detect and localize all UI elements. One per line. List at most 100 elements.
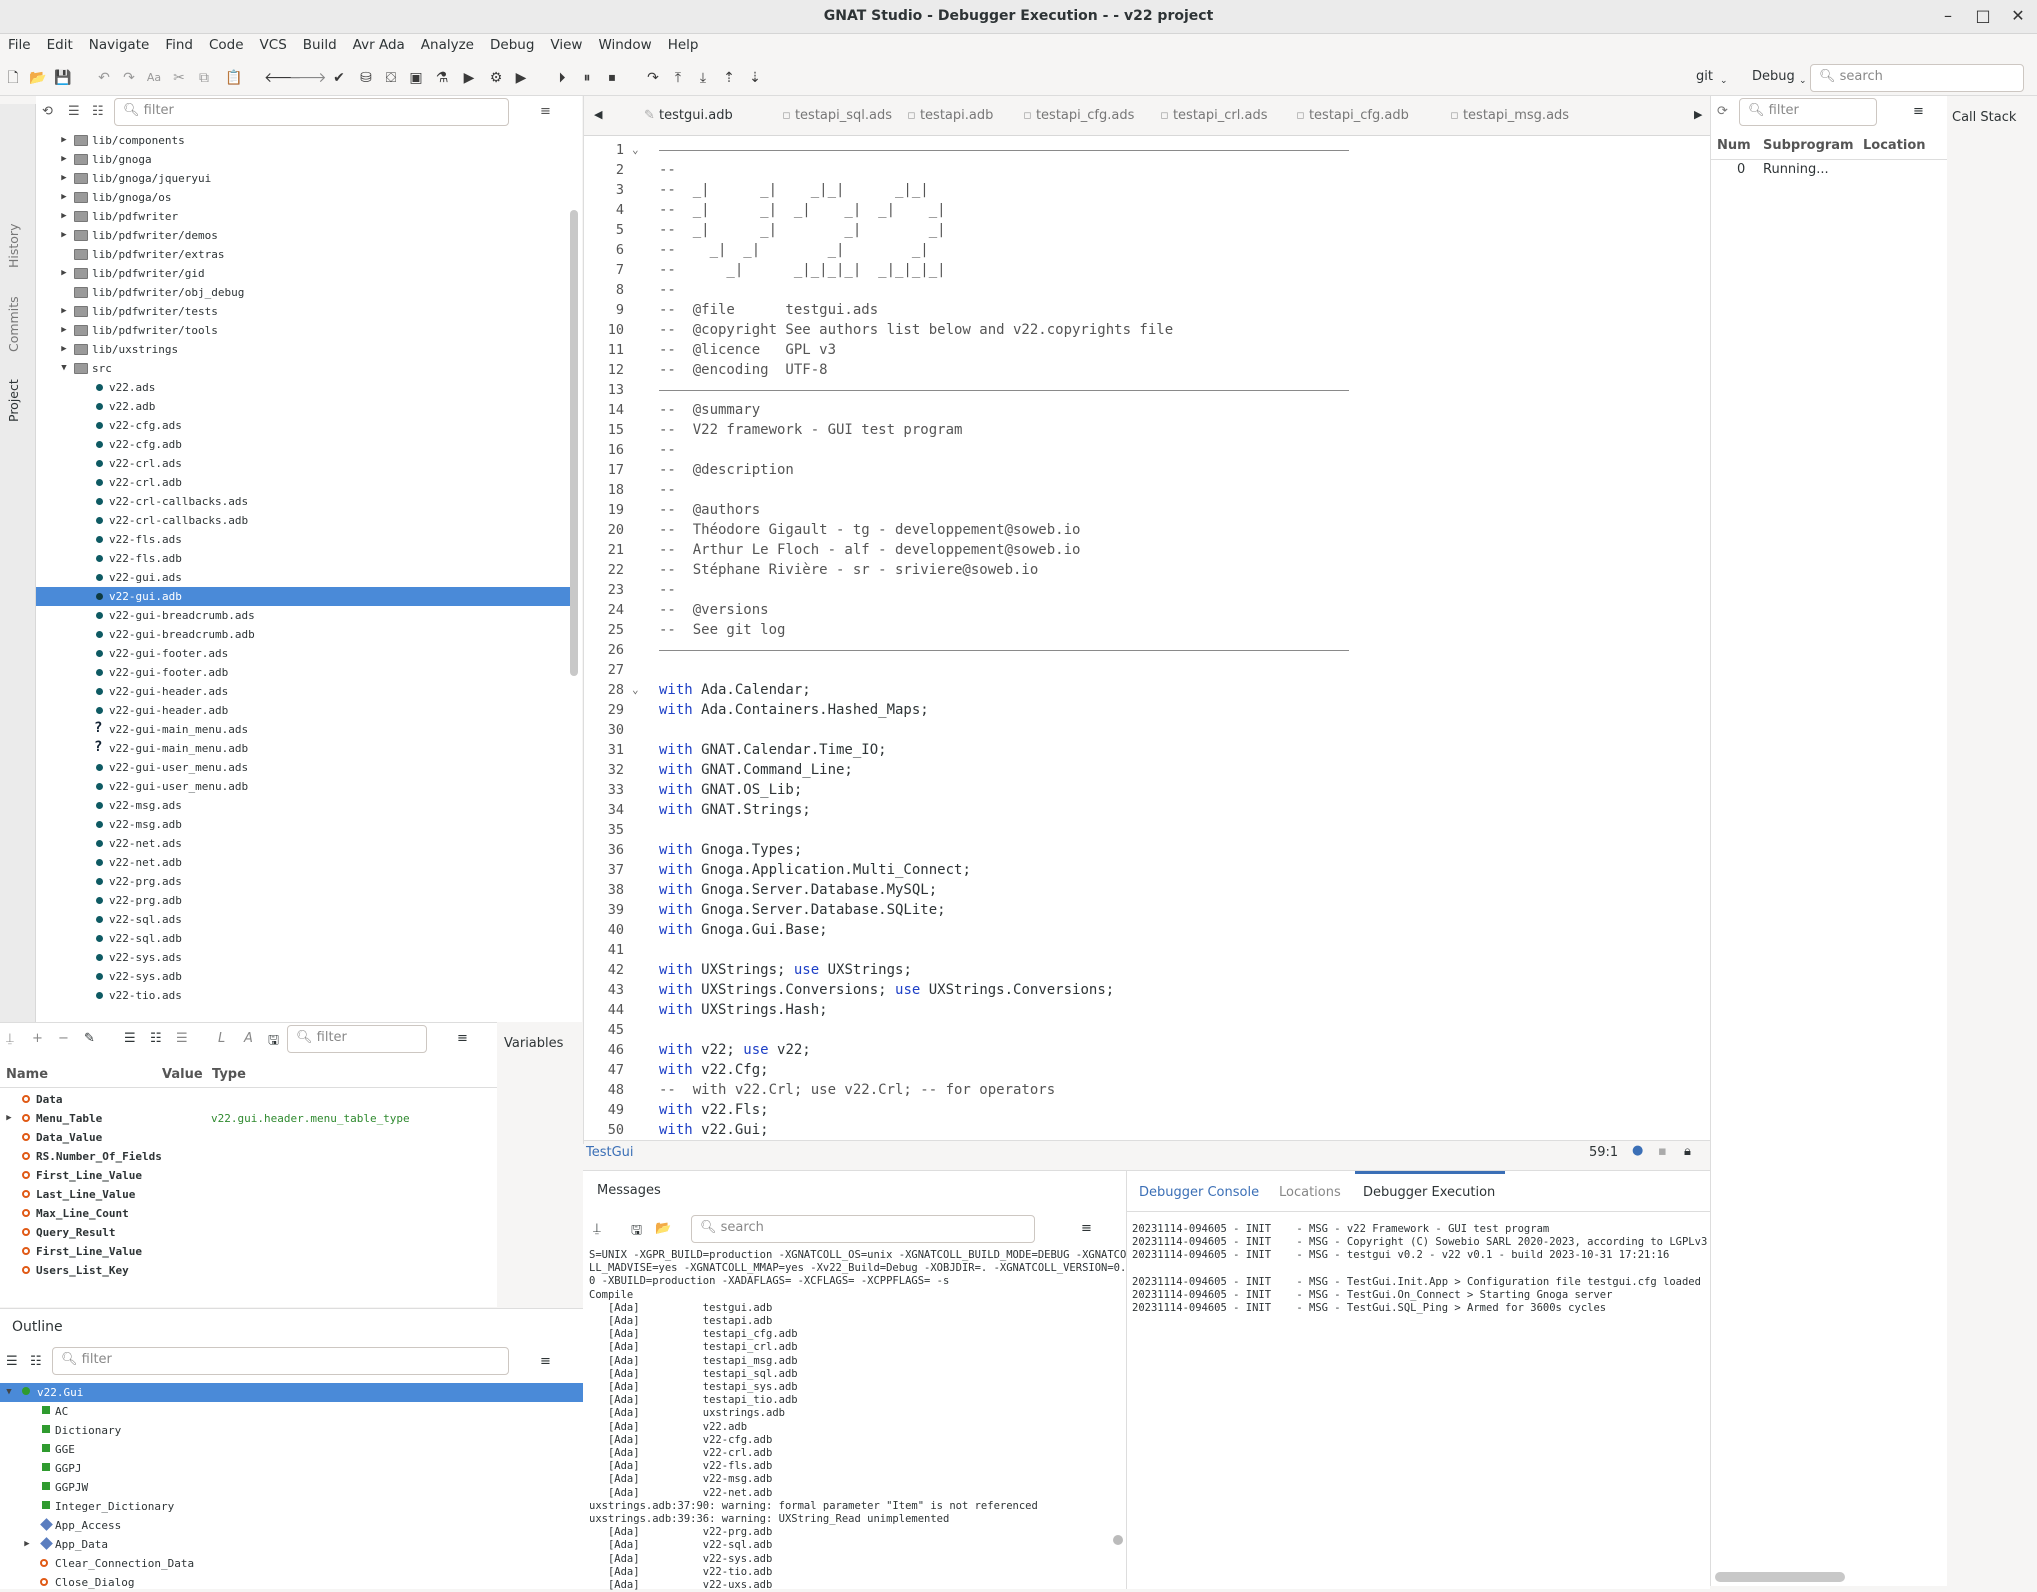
outline-row[interactable]: Clear_Connection_Data xyxy=(0,1554,583,1573)
editor-tab[interactable]: ▫ testapi_sql.ads xyxy=(782,108,892,123)
edit-icon[interactable]: ✎ xyxy=(84,1031,95,1046)
outline-row[interactable]: Integer_Dictionary xyxy=(0,1497,583,1516)
tree-row[interactable]: v22-gui.ads xyxy=(36,568,570,587)
tree-row[interactable]: v22-fls.adb xyxy=(36,549,570,568)
column-header-type[interactable]: Type xyxy=(212,1067,246,1082)
variable-row[interactable]: First_Line_Value xyxy=(0,1166,497,1185)
tree-row[interactable]: ▶lib/pdfwriter/demos xyxy=(36,226,570,245)
tree-row[interactable]: v22-gui-breadcrumb.ads xyxy=(36,606,570,625)
code-line[interactable]: 30 xyxy=(584,720,1711,740)
menu-debug[interactable]: Debug xyxy=(490,37,535,53)
scrollbar[interactable] xyxy=(1113,1535,1123,1545)
code-line[interactable]: 24-- @versions xyxy=(584,600,1711,620)
panel-title[interactable]: Variables xyxy=(504,1036,564,1051)
tree-row[interactable]: v22-gui-footer.adb xyxy=(36,663,570,682)
code-line[interactable]: 22-- Stéphane Rivière - sr - sriviere@so… xyxy=(584,560,1711,580)
variable-row[interactable]: Last_Line_Value xyxy=(0,1185,497,1204)
run-icon[interactable]: ▶ xyxy=(463,70,475,86)
clear-icon[interactable]: ⍊ xyxy=(593,1221,601,1236)
outline-row[interactable]: AC xyxy=(0,1402,583,1421)
menu-edit[interactable]: Edit xyxy=(46,37,73,53)
code-line[interactable]: 18-- xyxy=(584,480,1711,500)
fold-chevron-icon[interactable]: ⌄ xyxy=(632,683,639,696)
redo-icon[interactable]: ↷ xyxy=(123,70,135,86)
tree-row[interactable]: v22-sys.ads xyxy=(36,948,570,967)
tree-row[interactable]: v22-tio.ads xyxy=(36,986,570,1005)
tree-row[interactable]: v22-gui-header.ads xyxy=(36,682,570,701)
italic-a-icon[interactable]: A xyxy=(244,1031,253,1046)
save-icon[interactable]: 💾 xyxy=(54,70,72,86)
menu-icon[interactable]: ≡ xyxy=(1081,1221,1092,1236)
code-line[interactable]: 17-- @description xyxy=(584,460,1711,480)
pin-icon[interactable]: ⍊ xyxy=(6,1031,14,1046)
code-line[interactable]: 48-- with v22.Crl; use v22.Crl; -- for o… xyxy=(584,1080,1711,1100)
outline-row[interactable]: Close_Dialog xyxy=(0,1573,583,1592)
collapse-all-icon[interactable]: ☰ xyxy=(68,104,80,119)
chevron-right-icon[interactable]: ▶ xyxy=(61,192,67,202)
tab-history[interactable]: History xyxy=(6,223,21,268)
paste-icon[interactable]: 📋 xyxy=(225,70,243,86)
tree-row[interactable]: v22-crl.ads xyxy=(36,454,570,473)
tree-row[interactable]: v22-crl.adb xyxy=(36,473,570,492)
tree-row[interactable]: ▶lib/pdfwriter xyxy=(36,207,570,226)
tree-row[interactable]: v22-sql.ads xyxy=(36,910,570,929)
cut-icon[interactable]: ✂ xyxy=(173,70,185,86)
editor-tab[interactable]: ▫ testapi_cfg.adb xyxy=(1296,108,1409,123)
debugger-output[interactable]: 20231114-094605 - INIT - MSG - v22 Frame… xyxy=(1127,1223,1711,1523)
tree-row[interactable]: ▶lib/uxstrings xyxy=(36,340,570,359)
play-icon[interactable]: ▶ xyxy=(515,70,527,86)
chevron-down-icon[interactable]: ▼ xyxy=(61,363,67,373)
chevron-right-icon[interactable]: ▶ xyxy=(61,211,67,221)
lock-icon[interactable]: 🔒︎ xyxy=(1684,1144,1691,1159)
panel-title[interactable]: Outline xyxy=(12,1319,63,1335)
back-arrow-icon[interactable]: 🡐 xyxy=(264,70,302,86)
column-header-value[interactable]: Value xyxy=(162,1067,203,1082)
code-line[interactable]: 15-- V22 framework - GUI test program xyxy=(584,420,1711,440)
tree-row[interactable]: v22-net.adb xyxy=(36,853,570,872)
tree-row[interactable]: v22-cfg.adb xyxy=(36,435,570,454)
refresh-icon[interactable]: ⟳ xyxy=(1717,104,1728,119)
build-main-icon[interactable]: ▣ xyxy=(409,70,423,86)
outline-row[interactable]: GGE xyxy=(0,1440,583,1459)
chevron-right-icon[interactable]: ▶ xyxy=(61,344,67,354)
tree-row[interactable]: v22-gui-user_menu.ads xyxy=(36,758,570,777)
chevron-right-icon[interactable]: ▶ xyxy=(61,268,67,278)
tree-row[interactable]: ▶lib/pdfwriter/tools xyxy=(36,321,570,340)
current-unit[interactable]: TestGui xyxy=(586,1145,634,1160)
tree-row[interactable]: v22.adb xyxy=(36,397,570,416)
build-all-icon[interactable]: ⛋ xyxy=(385,70,397,86)
variable-row[interactable]: Users_List_Key xyxy=(0,1261,497,1280)
code-line[interactable]: 11-- @licence GPL v3 xyxy=(584,340,1711,360)
code-line[interactable]: 14-- @summary xyxy=(584,400,1711,420)
menu-code[interactable]: Code xyxy=(208,37,244,53)
tree-row[interactable]: ?v22-gui-main_menu.adb xyxy=(36,739,570,758)
code-line[interactable]: 35 xyxy=(584,820,1711,840)
editor-tab[interactable]: ▫ testapi_msg.ads xyxy=(1450,108,1569,123)
variable-row[interactable]: Query_Result xyxy=(0,1223,497,1242)
tab-locations[interactable]: Locations xyxy=(1279,1185,1341,1200)
tab-commits[interactable]: Commits xyxy=(6,296,21,352)
menu-view[interactable]: View xyxy=(550,37,583,53)
remove-icon[interactable]: − xyxy=(58,1031,69,1046)
step-over-icon[interactable]: ↷ xyxy=(647,70,659,86)
chevron-right-icon[interactable]: ▶ xyxy=(24,1539,30,1549)
outline-row[interactable]: GGPJ xyxy=(0,1459,583,1478)
menu-navigate[interactable]: Navigate xyxy=(88,37,150,53)
code-line[interactable]: 45 xyxy=(584,1020,1711,1040)
expand-all-icon[interactable]: ☷ xyxy=(92,104,104,119)
add-icon[interactable]: + xyxy=(32,1031,43,1046)
menu-vcs[interactable]: VCS xyxy=(259,37,287,53)
code-line[interactable]: 28⌄with Ada.Calendar; xyxy=(584,680,1711,700)
open-folder-icon[interactable]: 📂 xyxy=(655,1221,672,1236)
code-line[interactable]: 25-- See git log xyxy=(584,620,1711,640)
